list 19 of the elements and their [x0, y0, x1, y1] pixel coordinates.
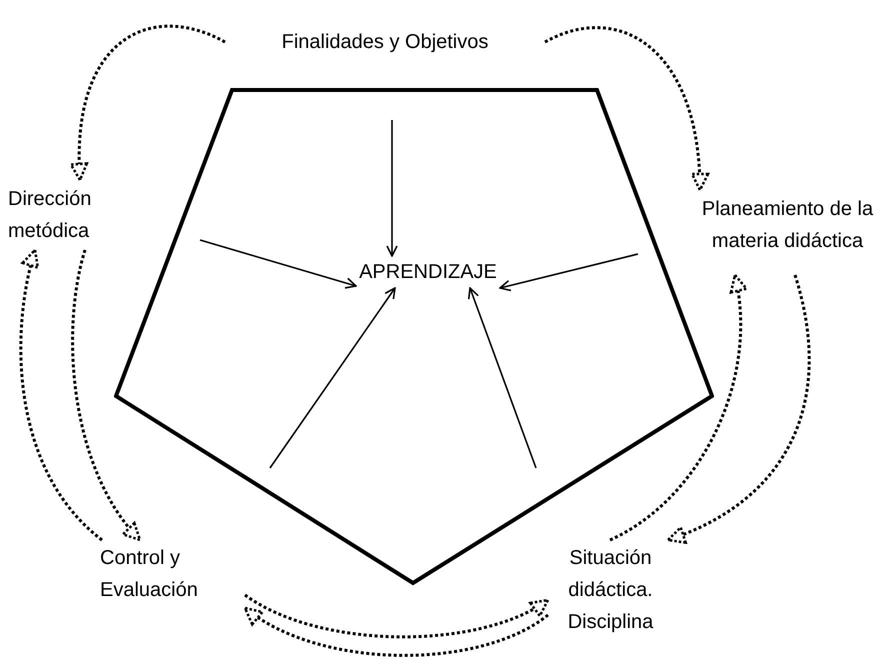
factor-label: Situación didáctica. Disciplina [566, 546, 654, 635]
curved-arrow [244, 594, 550, 638]
factor-label: Control y Evaluación [100, 546, 199, 603]
curved-arrow [544, 26, 708, 192]
center-label: APRENDIZAJE [358, 260, 498, 285]
arrow [200, 239, 357, 289]
curved-arrow [609, 274, 747, 542]
curved-arrow [71, 250, 142, 542]
curved-arrow [70, 24, 226, 182]
curved-arrow [666, 274, 811, 543]
curved-arrow [19, 248, 103, 542]
factor-label: Dirección metódica [8, 187, 92, 244]
arrow [386, 120, 398, 257]
factor-label: Planeamiento de la materia didáctica [700, 197, 874, 254]
arrow [269, 287, 396, 468]
factor-label: Finalidades y Objetivos [280, 30, 490, 55]
arrow [468, 287, 537, 468]
curved-arrow [244, 606, 549, 657]
arrow [499, 253, 638, 292]
